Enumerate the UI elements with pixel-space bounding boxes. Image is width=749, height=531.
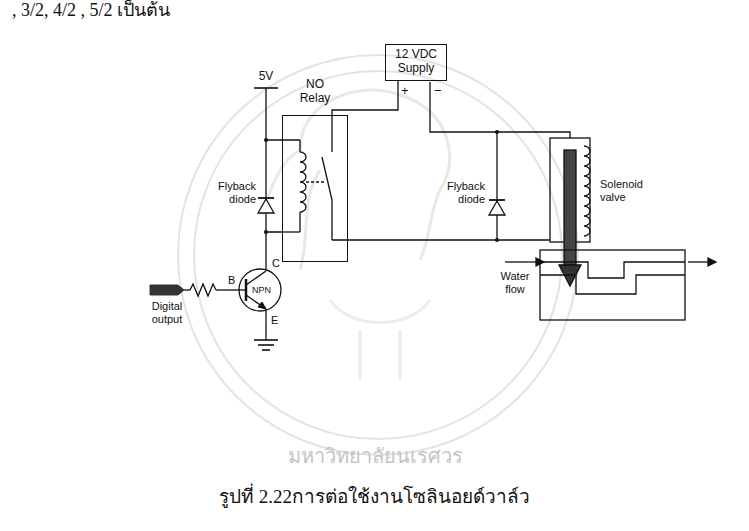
terminal-sign: + [401, 84, 413, 99]
wiring-part [299, 212, 300, 232]
junction-dots-part [495, 130, 499, 134]
wiring-part [265, 309, 266, 340]
wiring-part [306, 181, 325, 182]
node-text: NPN [252, 285, 271, 295]
university-watermark [178, 55, 578, 455]
flyback-diode-symbol-part [258, 199, 274, 213]
figure-caption: รูปที่ 2.22การต่อใช้งานโซลินอยด์วาล์ว [100, 486, 649, 508]
solenoid-valve-symbol-part [505, 261, 536, 262]
university-watermark-part [330, 300, 430, 380]
wiring-part [322, 157, 332, 200]
wiring-part [216, 289, 246, 290]
junction-dots-part [495, 238, 499, 242]
wire-connector [266, 232, 282, 270]
wiring-part [496, 132, 497, 240]
transistor-outline [239, 269, 281, 311]
transistor-symbol-part [245, 279, 248, 301]
solenoid-valve-symbol [505, 138, 716, 320]
wiring-part [190, 284, 216, 296]
wire-connector [332, 81, 398, 115]
valve-label: Solenoid valve [600, 178, 658, 203]
wiring-part [254, 339, 278, 341]
wiring-part [332, 239, 550, 240]
wiring-part [266, 139, 300, 140]
pin-name: E [271, 314, 281, 327]
relay-coil [300, 152, 306, 212]
solenoid-coil [584, 146, 590, 236]
transistor-circle: NPN [238, 268, 282, 312]
university-watermark-part [262, 90, 450, 270]
relay-housing [282, 115, 348, 262]
supply-label: 5V [246, 70, 286, 84]
flyback-diode-symbol-part [489, 201, 505, 215]
solenoid-valve-symbol-part [564, 150, 576, 265]
solenoid-valve-symbol-part [536, 258, 544, 266]
diode-label: Flyback diode [435, 180, 485, 205]
wiring-part [331, 200, 332, 240]
flow-label: Water flow [494, 270, 536, 295]
signal-label: Digital output [144, 300, 190, 325]
relay-box: NO Relay [282, 78, 348, 262]
wiring [184, 82, 570, 350]
diode-label: Flyback diode [206, 180, 256, 205]
solenoid-valve-symbol-part [540, 275, 685, 294]
solenoid-valve-symbol-part [688, 261, 708, 262]
university-watermark-part [194, 71, 562, 439]
node-text: 12 VDC Supply [390, 48, 442, 76]
wiring-part [246, 295, 266, 309]
junction-dots-part [264, 138, 268, 142]
solenoid-valve-symbol-part [708, 258, 716, 266]
wiring-part [184, 289, 190, 290]
page-text: , 3/2, 4/2 , 5/2 เป็นต้น [12, 0, 372, 21]
solenoid-valve-symbol-part [540, 250, 685, 320]
terminal-sign: − [434, 84, 446, 99]
flyback-diode-symbol-part [489, 199, 505, 201]
wiring-part [430, 82, 570, 138]
flyback-diode-symbol-part [258, 197, 274, 199]
wiring-part [258, 344, 274, 346]
wiring-part [262, 349, 270, 351]
power-supply-box: 12 VDC Supply [385, 44, 447, 81]
watermark-text: มหาวิทยาลัยนเรศวร [225, 445, 525, 468]
node-text: NO Relay [282, 78, 348, 106]
wiring-part [331, 115, 332, 152]
transistor-symbol-part [258, 302, 266, 309]
junction-dots [264, 130, 499, 242]
wiring-part [282, 231, 300, 232]
wiring-part [299, 140, 300, 152]
pin-name: B [228, 274, 238, 287]
transistor-symbol-part [150, 285, 184, 295]
university-watermark-part [178, 55, 578, 455]
wiring-part [246, 271, 266, 285]
pin-name: C [272, 257, 282, 270]
